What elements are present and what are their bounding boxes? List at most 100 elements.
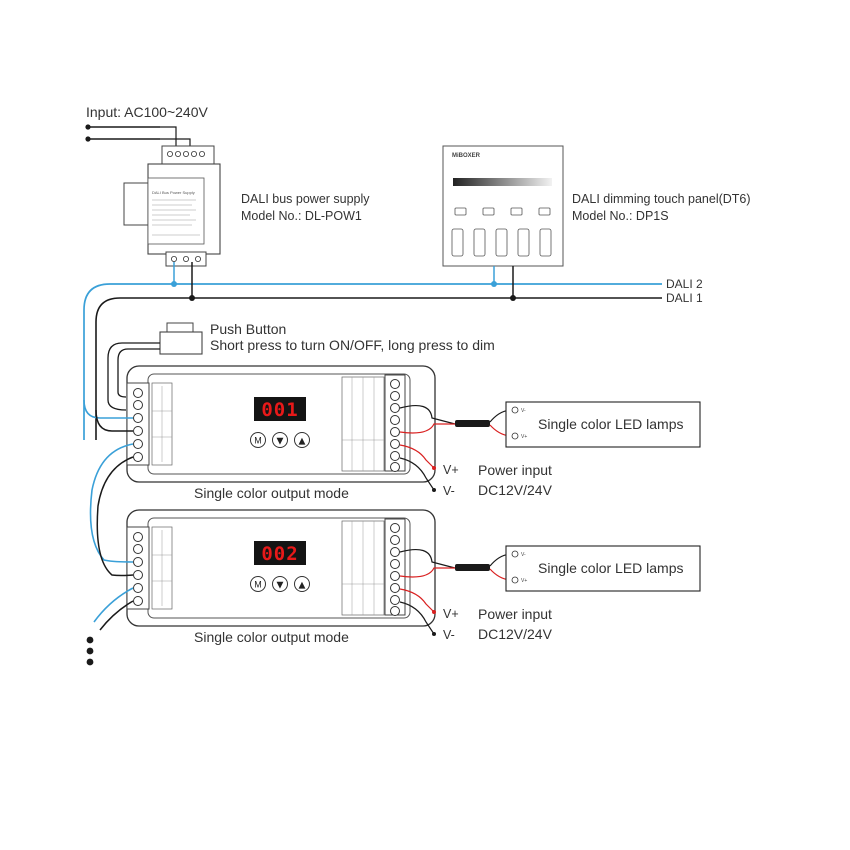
dali2-continue — [93, 587, 134, 623]
dali2-label: DALI 2 — [666, 277, 703, 291]
scene-key[interactable] — [495, 228, 508, 257]
zone-button[interactable] — [454, 207, 467, 216]
up-button[interactable] — [294, 432, 310, 448]
ac-terminal-dot — [85, 136, 91, 142]
dali1-label: DALI 1 — [666, 291, 703, 305]
mode-button-label: M — [254, 580, 262, 590]
output-wire — [399, 549, 456, 569]
scene-key[interactable] — [473, 228, 486, 257]
dali1-loop — [96, 456, 134, 577]
ac-terminal-dot — [85, 124, 91, 130]
vplus-label: V+ — [443, 463, 459, 477]
right-label-grid — [342, 377, 384, 471]
scene-key[interactable] — [451, 228, 464, 257]
up-button[interactable] — [294, 576, 310, 592]
scene-key[interactable] — [539, 228, 552, 257]
scene-key[interactable] — [517, 228, 530, 257]
power-input-spec: DC12V/24V — [478, 626, 553, 642]
psu-din-rail-clip — [123, 182, 149, 226]
screw-terminal — [133, 583, 143, 593]
screw-terminal — [198, 150, 205, 157]
power-wire-minus — [399, 457, 435, 491]
bus-junction-dot — [491, 281, 497, 287]
ac-wire-drop — [160, 138, 191, 148]
vplus-label: V+ — [443, 607, 459, 621]
seven-segment-display — [254, 397, 306, 421]
screw-terminal — [182, 255, 189, 262]
screw-terminal — [390, 462, 400, 472]
bus-junction-dot — [189, 295, 195, 301]
zone-button[interactable] — [510, 207, 523, 216]
dali1-continue — [99, 600, 134, 631]
screw-terminal — [133, 557, 143, 567]
touch-panel-brand: MiBOXER — [452, 153, 481, 159]
led-lamps-label: Single color LED lamps — [538, 560, 684, 576]
continuation-dot — [86, 658, 94, 666]
controller-2: 002 M ▼ ▲ Single color output mod — [126, 509, 701, 645]
screw-terminal — [390, 415, 400, 425]
screw-terminal — [133, 452, 143, 462]
screw-terminal — [133, 413, 143, 423]
zone-button[interactable] — [482, 207, 495, 216]
ac-wire-drop — [160, 126, 177, 148]
right-label-grid — [342, 521, 384, 615]
mode-button[interactable] — [250, 432, 266, 448]
touch-panel-model: Model No.: DP1S — [572, 209, 669, 223]
push-button: Push Button Short press to turn ON/OFF, … — [107, 321, 495, 411]
power-wire-plus — [399, 444, 435, 469]
screw-terminal — [390, 439, 400, 449]
up-button-label: ▲ — [299, 437, 306, 447]
touch-panel-zone-buttons — [454, 207, 551, 216]
power-terminal-dot — [432, 466, 436, 470]
dali2-to-ctrl1 — [83, 399, 133, 419]
dali2-loop — [89, 443, 134, 563]
bus-junction-dot — [171, 281, 177, 287]
psu-bottom-screws — [170, 255, 201, 262]
screw-terminal — [390, 379, 400, 389]
touch-panel-dimming-slider[interactable] — [453, 178, 552, 186]
lamp-pin — [511, 576, 519, 584]
power-input-title: Power input — [478, 606, 552, 622]
screw-terminal — [390, 451, 400, 461]
output-wire — [399, 405, 456, 425]
left-label-lines — [152, 386, 172, 462]
seven-segment-display — [254, 541, 306, 565]
screw-terminal — [166, 150, 173, 157]
screw-terminal — [133, 426, 143, 436]
lamp-pin — [511, 406, 519, 414]
screw-terminal — [133, 388, 143, 398]
screw-terminal — [390, 559, 400, 569]
screw-terminal — [190, 150, 197, 157]
screw-terminal — [182, 150, 189, 157]
screw-terminal — [133, 544, 143, 554]
down-button[interactable] — [272, 576, 288, 592]
zone-button[interactable] — [538, 207, 551, 216]
screw-terminal — [133, 532, 143, 542]
screw-terminal — [133, 596, 143, 606]
screw-terminal — [174, 150, 181, 157]
screw-terminal — [390, 391, 400, 401]
power-input-title: Power input — [478, 462, 552, 478]
down-button-label: ▼ — [277, 581, 284, 591]
lamp-pin — [511, 550, 519, 558]
up-button-label: ▲ — [299, 581, 306, 591]
screw-terminal — [194, 255, 201, 262]
psu-model: Model No.: DL-POW1 — [241, 209, 362, 223]
mode-button[interactable] — [250, 576, 266, 592]
screw-terminal — [390, 427, 400, 437]
down-button[interactable] — [272, 432, 288, 448]
power-wire-minus — [399, 601, 435, 635]
left-screw-terminals — [133, 388, 143, 462]
screw-terminal — [390, 571, 400, 581]
psu-top-screws — [166, 150, 205, 157]
power-wire-plus — [399, 588, 435, 613]
push-button-title: Push Button — [210, 321, 286, 337]
psu-device-text: DALI Bus Power Supply — [152, 190, 195, 195]
lamp-pin-label-minus: V- — [521, 552, 526, 558]
screw-terminal — [133, 400, 143, 410]
screw-terminal — [133, 439, 143, 449]
screw-terminal — [390, 403, 400, 413]
left-screw-terminals — [133, 532, 143, 606]
dali1-line — [95, 297, 662, 440]
psu-spec-lines — [152, 199, 200, 236]
